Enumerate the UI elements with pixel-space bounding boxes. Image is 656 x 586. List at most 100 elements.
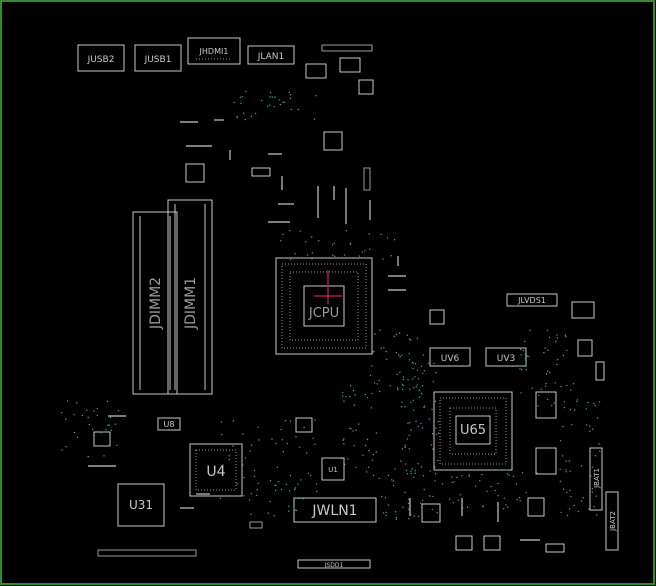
via-dot (286, 443, 289, 445)
via-dot (342, 439, 344, 441)
via-dot (250, 115, 253, 118)
via-dot (461, 475, 463, 477)
via-dot (428, 418, 430, 420)
via-dot (347, 458, 349, 460)
via-dot (393, 239, 396, 241)
via-dot (423, 370, 426, 372)
via-dot (267, 105, 269, 108)
via-dot (302, 498, 304, 500)
via-dot (413, 387, 415, 389)
via-dot (452, 502, 455, 504)
via-dot (305, 241, 307, 243)
via-dot (422, 475, 425, 477)
chip-right-d (535, 391, 557, 419)
via-dot (401, 383, 404, 386)
via-dot (289, 94, 292, 96)
via-dot (481, 473, 483, 476)
sdd-connector-jsdd1: JSDD1 (297, 559, 371, 569)
via-dot (580, 500, 583, 502)
via-dot (420, 502, 422, 504)
via-dot (290, 108, 292, 111)
via-dot (219, 497, 222, 499)
via-dot (273, 106, 275, 108)
via-dot (588, 508, 590, 510)
via-dot (282, 233, 284, 236)
via-dot (250, 444, 253, 446)
via-dot (420, 422, 422, 424)
via-dot (364, 250, 366, 252)
via-dot (586, 424, 588, 426)
via-dot (294, 487, 297, 489)
via-dot (420, 365, 423, 367)
via-dot (88, 423, 91, 426)
via-dot (296, 509, 298, 512)
via-dot (456, 476, 458, 479)
via-dot (519, 368, 521, 370)
via-dot (553, 402, 555, 404)
via-dot (65, 446, 67, 448)
via-dot (392, 484, 395, 487)
via-dot (232, 445, 234, 447)
via-dot (459, 494, 462, 496)
via-dot (508, 474, 510, 476)
via-dot (549, 371, 551, 374)
via-dot (486, 490, 488, 493)
wlan-connector-jwln1: JWLN1 (293, 497, 377, 523)
via-dot (526, 355, 528, 357)
via-dot (518, 497, 521, 499)
via-dot (73, 414, 75, 416)
via-dot (401, 354, 403, 356)
via-dot (242, 464, 244, 466)
memory-chip-uv3: UV3 (485, 347, 527, 367)
via-dot (437, 432, 440, 434)
via-dot (273, 515, 275, 517)
via-dot (547, 349, 549, 351)
jlan1-label: JLAN1 (257, 52, 285, 62)
via-dot (350, 428, 352, 430)
via-dot (393, 335, 395, 338)
chip-right-a (571, 301, 595, 319)
via-dot (243, 495, 245, 497)
via-dot (374, 333, 376, 335)
via-dot (449, 498, 451, 500)
via-dot (306, 452, 308, 454)
via-dot (466, 506, 469, 508)
chip-right-e (535, 447, 557, 475)
via-dot (436, 512, 438, 514)
via-dot (434, 466, 436, 468)
via-dot (96, 407, 98, 410)
via-dot (593, 506, 595, 508)
via-dot (405, 463, 407, 465)
via-dot (396, 373, 398, 375)
via-dot (311, 252, 314, 254)
via-dot (422, 354, 424, 356)
via-dot (240, 102, 242, 105)
via-dot (280, 428, 282, 431)
via-dot (281, 439, 283, 441)
via-dot (257, 482, 259, 484)
via-dot (402, 384, 405, 386)
via-dot (598, 443, 600, 445)
top-header-strip (321, 44, 373, 52)
via-dot (557, 358, 559, 361)
via-dot (397, 388, 399, 391)
via-dot (349, 395, 351, 398)
via-dot (423, 405, 426, 407)
via-dot (288, 91, 290, 94)
via-dot (343, 443, 345, 445)
chip-right-b (577, 339, 593, 357)
via-dot (236, 117, 238, 119)
via-dot (345, 230, 348, 232)
via-dot (382, 258, 384, 260)
via-dot (591, 488, 594, 490)
via-dot (441, 483, 444, 485)
jusb2-label: JUSB2 (87, 55, 115, 65)
via-dot (299, 230, 301, 232)
via-dot (524, 353, 526, 356)
via-dot (109, 416, 112, 419)
via-dot (566, 514, 569, 517)
via-dot (371, 392, 373, 395)
via-dot (303, 426, 305, 429)
via-dot (343, 400, 345, 402)
via-dot (431, 408, 433, 411)
